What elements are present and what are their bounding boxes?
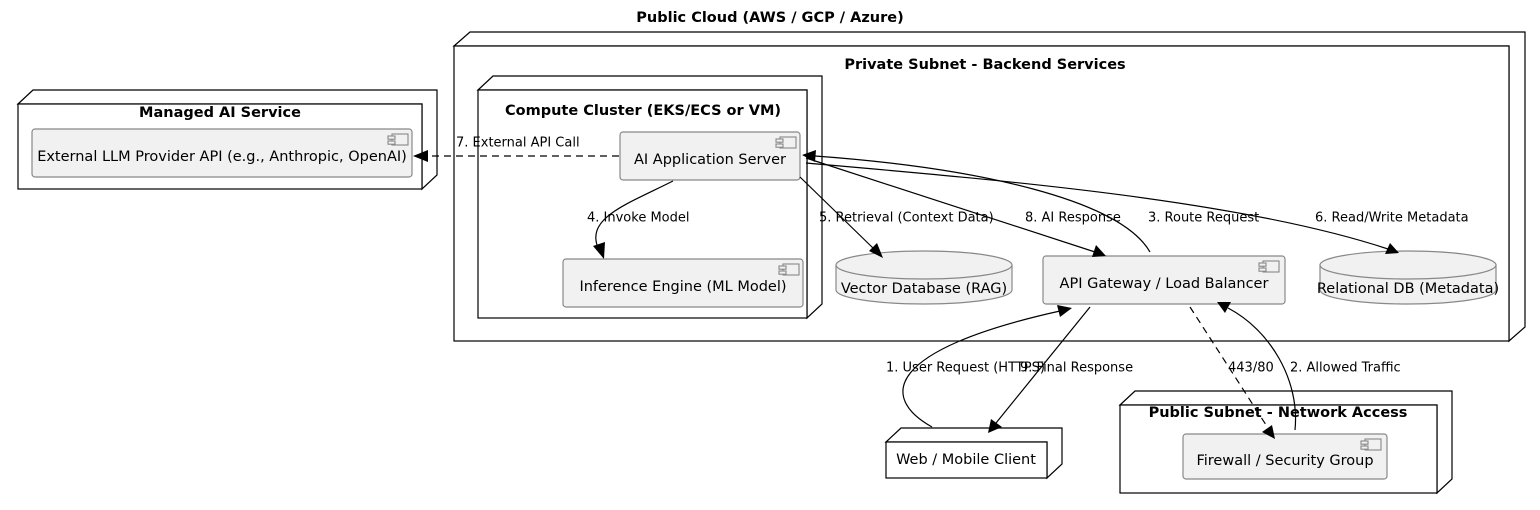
database-vector-db-label: Vector Database (RAG) [841, 281, 1007, 297]
edge-6-read-write-metadata: 6. Read/Write Metadata [805, 162, 1469, 254]
edge-2-allowed-traffic: 2. Allowed Traffic [1217, 302, 1401, 431]
component-inference-engine[interactable]: Inference Engine (ML Model) [562, 258, 804, 308]
database-vector-db[interactable]: Vector Database (RAG) [835, 250, 1013, 305]
database-relational-db[interactable]: Relational DB (Metadata) [1317, 250, 1499, 305]
component-firewall-label: Firewall / Security Group [1196, 453, 1373, 469]
diagram-title: Public Cloud (AWS / GCP / Azure) [636, 10, 903, 26]
edge-1-user-request: 1. User Request (HTTPS) [886, 305, 1072, 428]
component-firewall[interactable]: Firewall / Security Group [1182, 433, 1388, 480]
edge-10-ports-443-80: 443/80 [1189, 306, 1275, 439]
uml-component-icon [387, 133, 409, 146]
uml-component-icon [778, 263, 800, 276]
edge-7-external-api-call: 7. External API Call [413, 136, 619, 162]
edge-label-9: 9. Final Response [1020, 361, 1133, 376]
uml-component-icon [1258, 260, 1280, 273]
node-private-subnet-title: Private Subnet - Backend Services [844, 57, 1125, 73]
node-web-mobile-client-label: Web / Mobile Client [896, 452, 1036, 468]
edge-label-10: 443/80 [1228, 361, 1274, 376]
edge-3-route-request: 3. Route Request [802, 150, 1259, 253]
component-api-gateway[interactable]: API Gateway / Load Balancer [1042, 255, 1286, 305]
uml-component-icon [775, 136, 797, 149]
edge-label-5: 5. Retrieval (Context Data) [819, 211, 994, 226]
component-external-llm[interactable]: External LLM Provider API (e.g., Anthrop… [31, 128, 413, 178]
edge-label-4: 4. Invoke Model [587, 211, 689, 226]
component-ai-app-server-label: AI Application Server [634, 152, 786, 168]
node-compute-cluster-title: Compute Cluster (EKS/ECS or VM) [505, 103, 781, 119]
component-external-llm-label: External LLM Provider API (e.g., Anthrop… [37, 149, 407, 165]
edge-9-final-response: 9. Final Response [988, 306, 1133, 433]
component-inference-engine-label: Inference Engine (ML Model) [579, 279, 786, 295]
component-api-gateway-label: API Gateway / Load Balancer [1060, 276, 1269, 292]
edge-8-ai-response: 8. AI Response [805, 157, 1121, 257]
edge-label-6: 6. Read/Write Metadata [1315, 211, 1469, 226]
edge-label-1: 1. User Request (HTTPS) [886, 361, 1045, 376]
edge-label-7: 7. External API Call [456, 136, 580, 151]
edge-4-invoke-model: 4. Invoke Model [587, 180, 689, 259]
uml-component-icon [1360, 438, 1382, 451]
node-public-subnet-title: Public Subnet - Network Access [1149, 405, 1408, 421]
edge-label-8: 8. AI Response [1025, 211, 1121, 226]
node-web-mobile-client[interactable]: Web / Mobile Client [884, 427, 1063, 480]
edge-label-3: 3. Route Request [1148, 211, 1259, 226]
component-ai-app-server[interactable]: AI Application Server [619, 131, 801, 181]
edge-5-retrieval: 5. Retrieval (Context Data) [799, 176, 994, 258]
database-relational-db-label: Relational DB (Metadata) [1317, 281, 1499, 297]
edge-label-2: 2. Allowed Traffic [1290, 361, 1401, 376]
node-managed-ai-service-title: Managed AI Service [139, 105, 301, 121]
